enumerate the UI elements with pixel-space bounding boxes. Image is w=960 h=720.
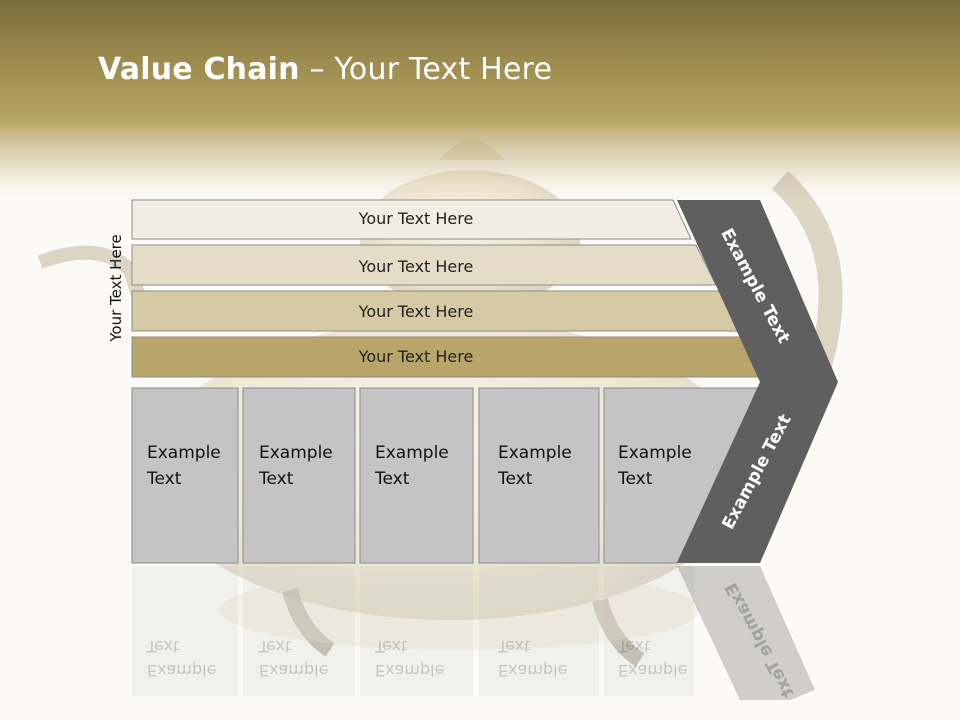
cell-1-reflection-line2: Text <box>147 637 180 656</box>
cell-2-reflection-label: Example Text <box>259 634 328 682</box>
cell-2 <box>242 387 356 564</box>
header-band <box>0 0 960 200</box>
title-bold: Value Chain <box>98 52 300 87</box>
title-rest: – Your Text Here <box>299 52 553 87</box>
cell-2-line1: Example <box>259 443 333 463</box>
cell-4 <box>478 387 600 564</box>
cell-3-reflection-line2: Text <box>375 637 408 656</box>
cell-4-reflection-line2: Text <box>498 637 531 656</box>
cell-4-line2: Text <box>498 469 533 489</box>
chevron <box>677 200 838 563</box>
page-title: Value Chain – Your Text Here <box>98 52 552 87</box>
bar-1 <box>131 199 692 240</box>
cell-3-reflection-line1: Example <box>375 661 445 680</box>
cell-5-reflection-label: Example Text <box>618 634 687 682</box>
cell-5-reflection-line1: Example <box>618 661 688 680</box>
cell-5-line1: Example <box>618 443 692 463</box>
reflection <box>132 566 694 696</box>
bar-3-label: Your Text Here <box>358 302 474 321</box>
cell-3 <box>359 387 474 564</box>
cell-1-reflection-label: Example Text <box>147 634 216 682</box>
bar-2-label: Your Text Here <box>358 257 474 276</box>
cell-3-line1: Example <box>375 443 449 463</box>
cell-1-line1: Example <box>147 443 221 463</box>
cell-2-reflection-line2: Text <box>259 637 292 656</box>
cell-3-reflection-label: Example Text <box>375 634 444 682</box>
cell-4-reflection-line1: Example <box>498 661 568 680</box>
cell-1-line2: Text <box>147 469 182 489</box>
cell-5-line2: Text <box>618 469 653 489</box>
bar-4-label: Your Text Here <box>358 347 474 366</box>
cell-2-line2: Text <box>259 469 294 489</box>
cell-1 <box>131 387 239 564</box>
cell-3-line2: Text <box>375 469 410 489</box>
bar-1-label: Your Text Here <box>358 209 474 228</box>
chevron-reflection <box>677 566 815 700</box>
cell-1-reflection-line1: Example <box>147 661 217 680</box>
cell-4-reflection-label: Example Text <box>498 634 567 682</box>
cell-5-reflection-line2: Text <box>618 637 651 656</box>
cell-4-line1: Example <box>498 443 572 463</box>
cell-2-reflection-line1: Example <box>259 661 329 680</box>
